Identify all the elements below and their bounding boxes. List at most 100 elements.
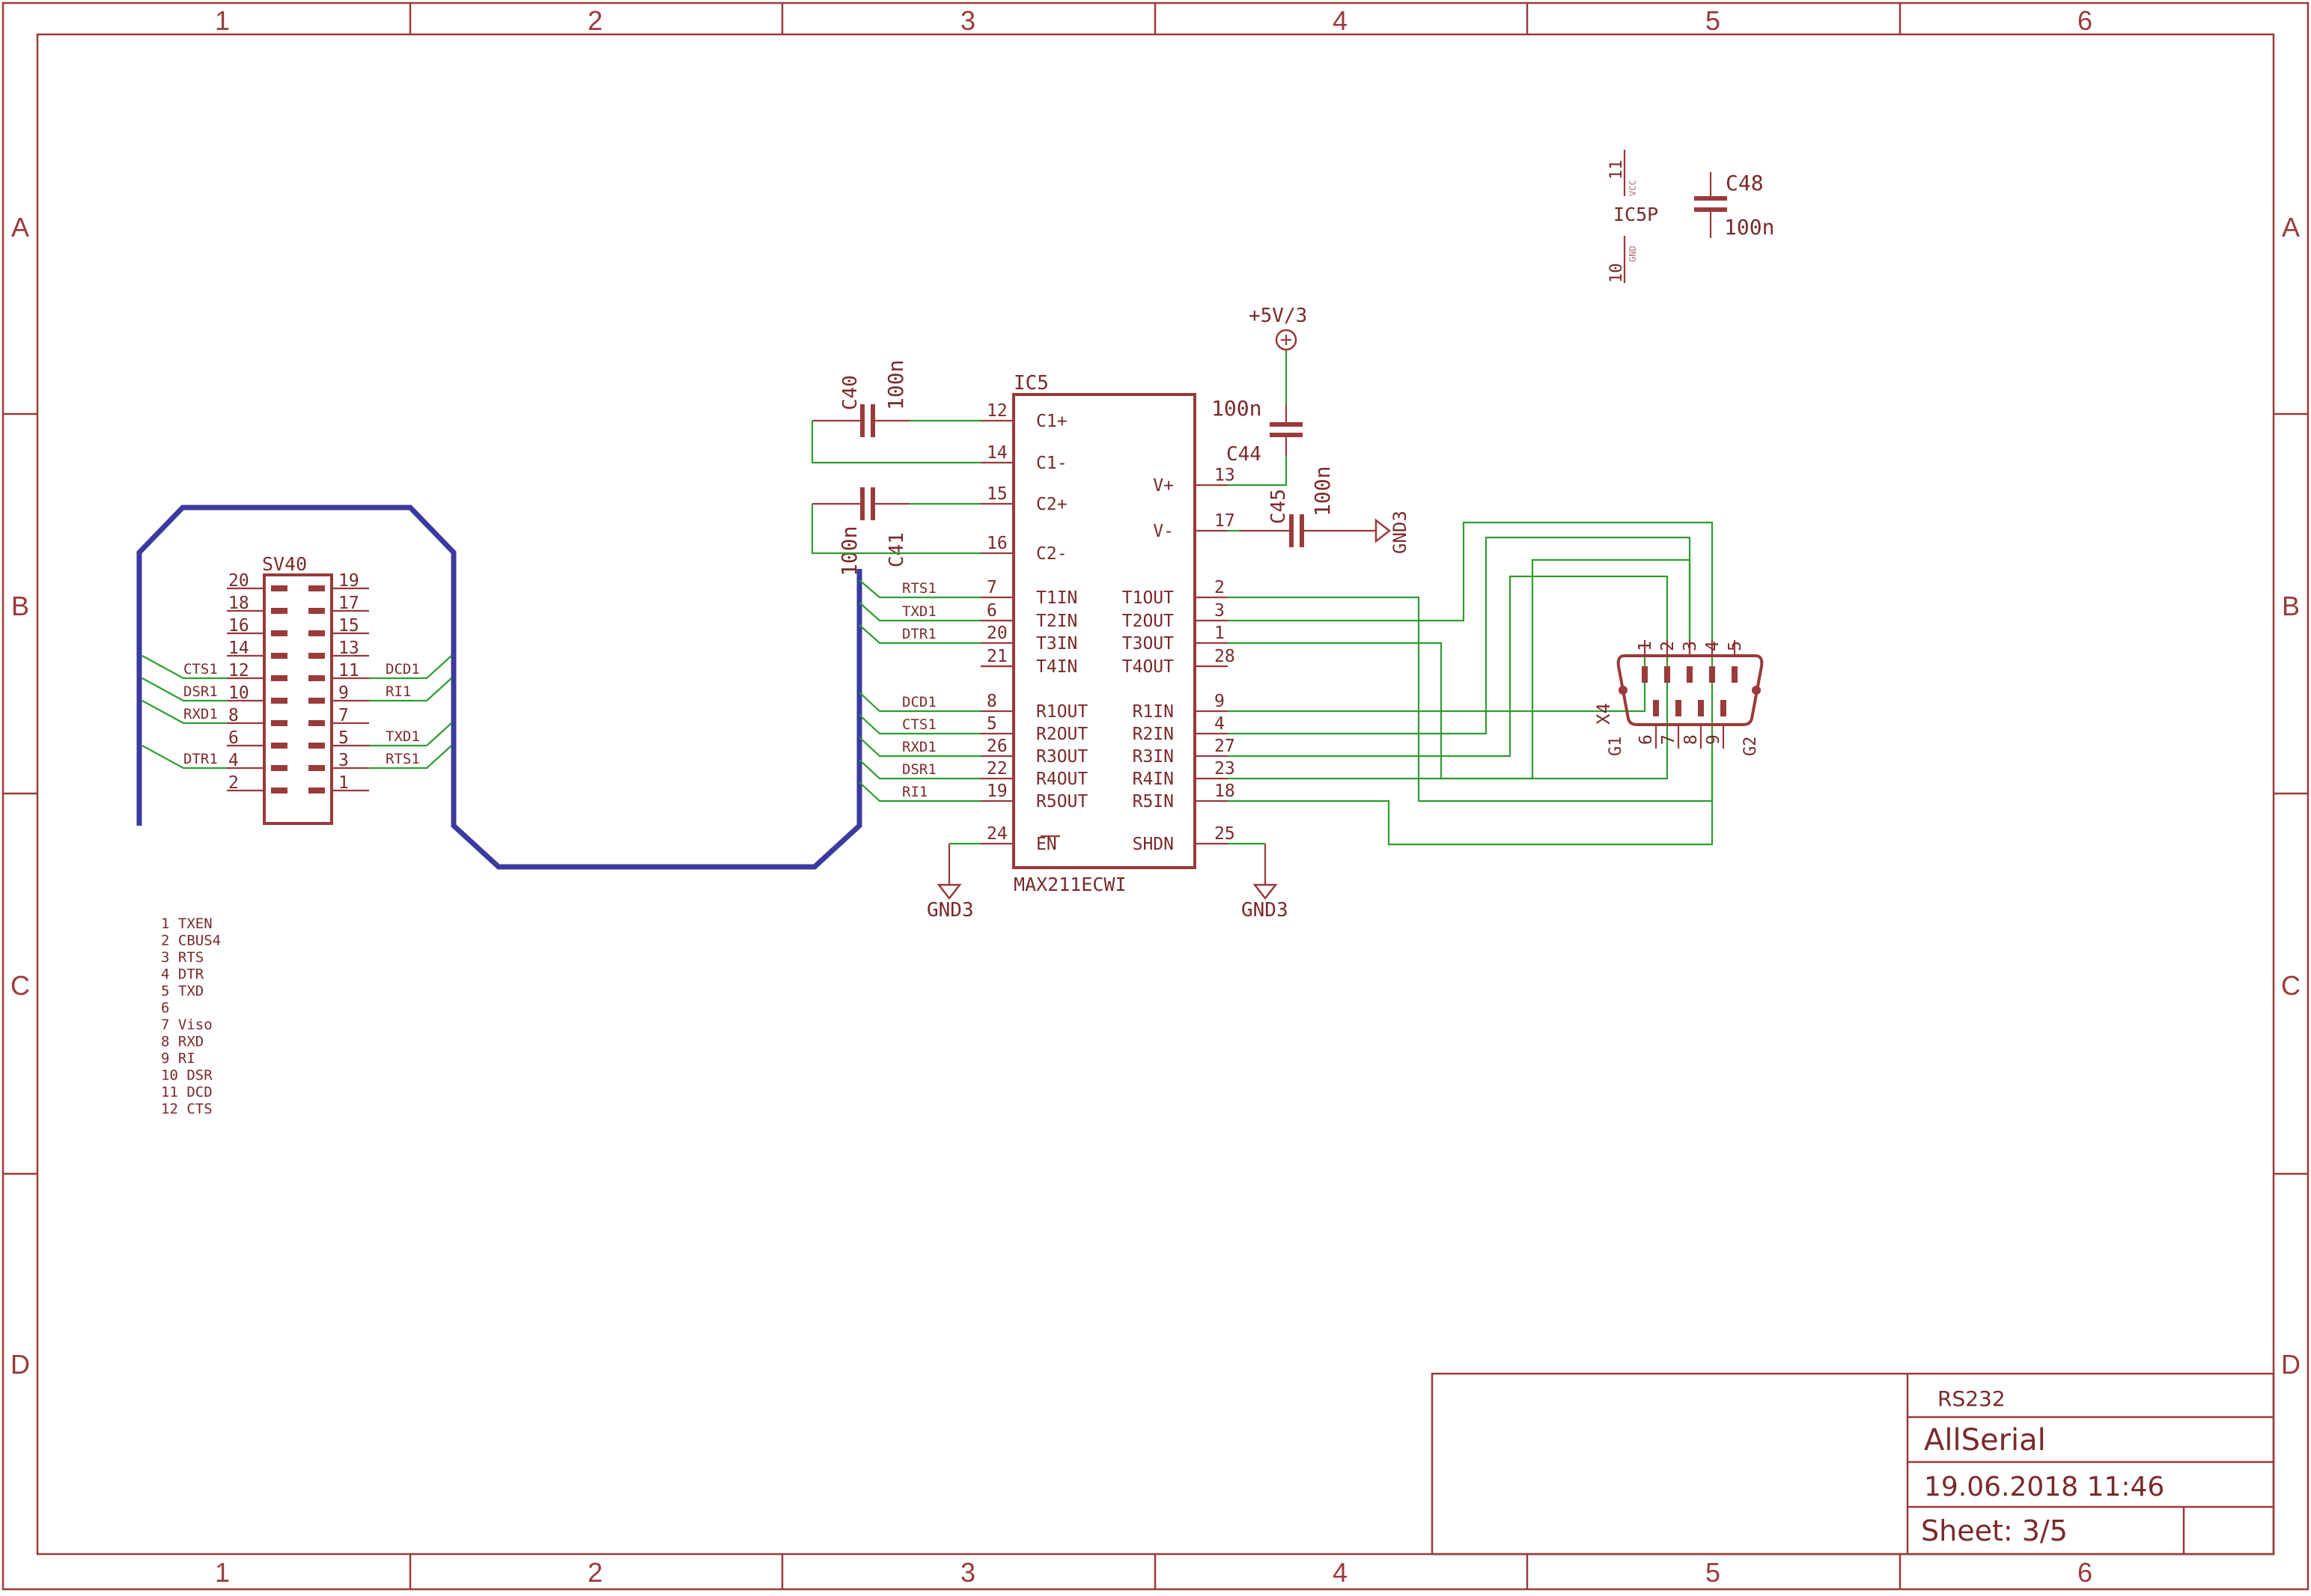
col-label-top-5: 5	[1705, 5, 1720, 36]
sv40-pad-right	[308, 608, 325, 614]
sv40-right-pin-number: 17	[338, 594, 359, 613]
legend-line: 2 CBUS4	[161, 933, 221, 949]
ic5-left-net-label: RXD1	[902, 739, 937, 755]
ic5-left-net-label: DTR1	[902, 626, 937, 642]
sv40-left-pin-number: 18	[228, 594, 249, 613]
ic5-right-pin-number: 2	[1214, 578, 1225, 597]
gnd-label-right: GND3	[1389, 511, 1410, 554]
ic5-right-pin-name: V+	[1153, 476, 1174, 496]
ic5-left-pin-number: 20	[987, 624, 1008, 643]
col-label-bottom-2: 2	[588, 1557, 603, 1588]
ic5-right-pin-number: 4	[1214, 714, 1225, 734]
ic5-right-pin-name: T4OUT	[1122, 657, 1174, 677]
sv40-left-pin-number: 2	[228, 773, 239, 793]
ic5p-gnd-label: GND	[1628, 246, 1638, 262]
ic5-left-net-label: RI1	[902, 784, 928, 800]
sv40-right-pin-number: 15	[338, 616, 359, 636]
sv40-left-pin-number: 4	[228, 751, 239, 770]
sv40-right-pin-number: 13	[338, 639, 359, 658]
sv40-pad-left	[271, 743, 287, 749]
legend-line: 11 DCD	[161, 1084, 213, 1100]
x4-top-pin-pad	[1664, 666, 1670, 683]
sv40-left-net-label: RXD1	[183, 706, 218, 722]
ic5p-vcc-pin: 11	[1607, 160, 1626, 180]
ic5-left-pin-number: 16	[987, 534, 1008, 553]
c45-value: 100n	[1310, 466, 1335, 517]
sv40-pad-right	[308, 653, 325, 659]
x4-bottom-pin-pad	[1720, 700, 1726, 716]
ic5-left-pin-name: T1IN	[1036, 588, 1077, 608]
legend-line: 12 CTS	[161, 1101, 213, 1118]
sv40-left-net-wire	[141, 655, 227, 680]
sv40-left-net-wire	[141, 745, 227, 770]
legend-line: 8 RXD	[161, 1034, 204, 1050]
c40-name: C40	[839, 375, 862, 410]
sv40-pad-right	[308, 585, 325, 591]
x4-top-pin-pad	[1687, 666, 1693, 683]
row-label-left-a: A	[11, 212, 29, 243]
ic5p-gnd-pin: 10	[1607, 264, 1626, 284]
col-label-top-2: 2	[588, 5, 603, 36]
ic5-left-pin-number: 26	[987, 737, 1008, 756]
x4-top-pin-number: 5	[1726, 641, 1745, 651]
sv40-pad-right	[308, 743, 325, 749]
sv40-left-pin-number: 12	[228, 661, 249, 680]
ic5p-power-symbol: 11 VCC IC5P 10 GND	[1607, 150, 1658, 283]
ic5-right-pin-number: 9	[1214, 692, 1225, 711]
x4-bottom-pin-number: 8	[1681, 734, 1701, 745]
ic5-left-net-label: DCD1	[902, 694, 937, 710]
x4-name: X4	[1593, 703, 1614, 725]
sv40-right-pin-number: 5	[338, 728, 349, 748]
legend-line: 3 RTS	[161, 949, 204, 966]
col-label-bottom-5: 5	[1705, 1557, 1720, 1588]
capacitor-c48: C48 100n	[1694, 171, 1774, 240]
x4-top-pin-number: 3	[1681, 641, 1700, 651]
sv40-pad-right	[308, 788, 325, 794]
c41-value: 100n	[837, 526, 862, 576]
ic5-left-pin-number: 21	[987, 647, 1008, 666]
ic5-left-pin-name: C2-	[1036, 544, 1068, 564]
ic5-left-net-label: DSR1	[902, 761, 937, 778]
ic5-left-pin-name: C2+	[1036, 495, 1068, 514]
sv40-left-pin-number: 8	[228, 706, 239, 725]
c41-name: C41	[886, 532, 908, 567]
x4-shell	[1616, 654, 1764, 726]
ic5-left-pin-number: 22	[987, 759, 1008, 779]
c44-name: C44	[1226, 443, 1261, 466]
sv40-right-pin-number: 7	[338, 706, 349, 725]
sv40-left-net-wire	[141, 677, 227, 702]
row-label-right-c: C	[2281, 970, 2301, 1001]
signal-bus	[136, 505, 862, 870]
legend-line: 5 TXD	[161, 983, 204, 999]
sv40-pad-left	[271, 675, 287, 681]
sv40-pad-left	[271, 653, 287, 659]
col-label-bottom-1: 1	[215, 1557, 230, 1588]
x4-top-pin-pad	[1642, 666, 1648, 683]
title-project: AllSerial	[1924, 1423, 2046, 1458]
ic5-left-pin-number: 15	[987, 484, 1008, 504]
ic5-right-pin-number: 28	[1214, 647, 1235, 666]
x4-bottom-pin-number: 9	[1704, 734, 1723, 745]
ic5-left-net-label: TXD1	[902, 603, 937, 620]
sv40-pad-left	[271, 585, 287, 591]
ic5-right-pin-number: 18	[1214, 782, 1235, 801]
ic5-left-pin-name: T3IN	[1036, 634, 1077, 654]
ic5p-name: IC5P	[1613, 204, 1658, 225]
sv40-pad-left	[271, 765, 287, 771]
ic5-right-pin-name: R3IN	[1133, 747, 1174, 767]
ic5p-vcc-label: VCC	[1628, 180, 1638, 196]
ic5-value: MAX211ECWI	[1014, 874, 1127, 895]
sv40-right-net-label: RTS1	[386, 751, 420, 767]
x4-mount-hole-right	[1752, 686, 1761, 695]
ic5-left-pin-number: 8	[987, 692, 997, 711]
capacitor-c44: 100n C44	[1211, 396, 1303, 466]
row-label-right-d: D	[2281, 1349, 2301, 1380]
ic5-right-pin-number: 3	[1214, 601, 1225, 621]
x4-bottom-pin-number: 6	[1636, 734, 1656, 745]
legend-line: 9 RI	[161, 1050, 195, 1067]
x4-g2-label: G2	[1741, 737, 1760, 757]
sv40-left-pin-number: 6	[228, 728, 239, 748]
